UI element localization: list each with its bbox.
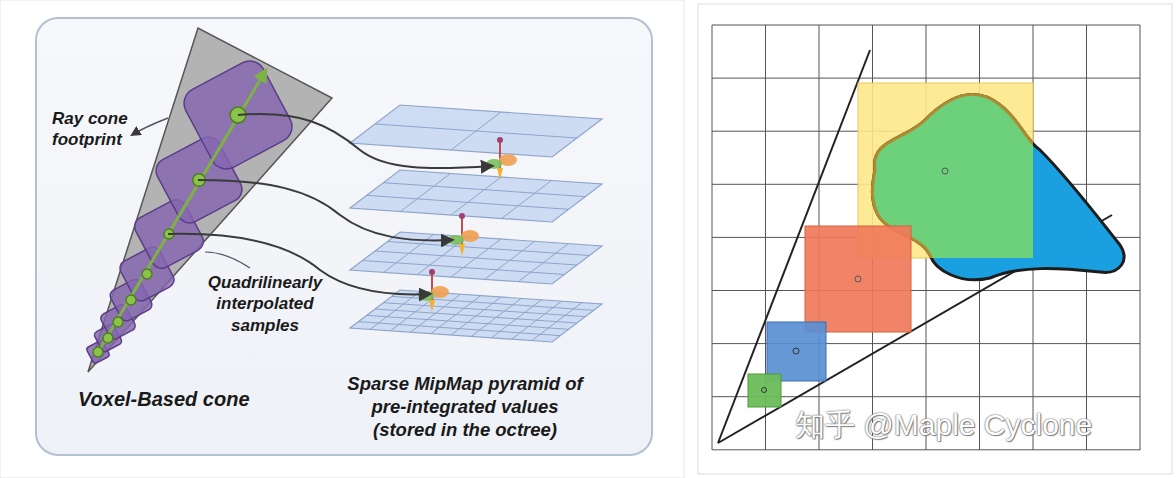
texel-grid xyxy=(712,25,1140,450)
grid-line xyxy=(375,251,577,265)
sample-head xyxy=(497,137,503,143)
center-dot xyxy=(793,348,799,354)
green-footprint xyxy=(748,374,781,407)
grid-line xyxy=(1140,25,1141,450)
grid-line xyxy=(358,322,560,336)
sample-lobe xyxy=(418,291,434,301)
sample-tip xyxy=(429,300,435,312)
mipmap-level xyxy=(350,170,602,222)
red-footprint xyxy=(805,226,911,332)
sample-tip xyxy=(459,244,465,256)
grid-line xyxy=(383,303,585,317)
right-panel xyxy=(698,4,1172,474)
lookup-arrow xyxy=(198,180,452,240)
sample-dot xyxy=(126,295,136,305)
callout-label: Quadrilinearly interpolated samples xyxy=(190,272,340,336)
grid-line xyxy=(502,181,552,219)
mipmap-layers xyxy=(350,105,602,342)
left-frame xyxy=(36,18,652,455)
sample-head xyxy=(429,269,435,275)
caption-label: Voxel-Based cone xyxy=(78,387,338,412)
grid-line xyxy=(375,309,577,323)
grid-line xyxy=(367,195,569,209)
sample-lobe xyxy=(486,159,502,169)
grid-line xyxy=(375,124,577,138)
grid-line xyxy=(363,261,565,275)
left-panel xyxy=(0,0,684,478)
grid-line xyxy=(401,174,451,212)
center-dot xyxy=(942,168,948,174)
grid-line xyxy=(388,242,590,256)
grid-line xyxy=(712,449,1140,450)
samples-leader xyxy=(205,252,250,268)
sample-dot xyxy=(142,269,152,279)
sample-dot xyxy=(103,333,113,343)
lookup-arrow xyxy=(238,114,492,168)
center-dot xyxy=(762,388,767,393)
sample-tip xyxy=(497,168,503,180)
center-dot xyxy=(855,276,861,282)
grid-line xyxy=(451,177,501,215)
watermark: 知乎 @Maple Cyclone xyxy=(795,406,1165,444)
grid-line xyxy=(383,183,585,197)
blue-footprint xyxy=(767,322,826,381)
grid-line xyxy=(367,315,569,329)
sample-head xyxy=(459,213,465,219)
caption-label: Sparse MipMap pyramid of pre-integrated … xyxy=(340,372,590,441)
sample-dot xyxy=(93,347,103,357)
sample-dot xyxy=(113,317,123,327)
mipmap-level xyxy=(350,105,602,157)
callout-label: Ray cone footprint xyxy=(52,108,147,151)
footprint-leader xyxy=(132,118,168,135)
mipmap-level xyxy=(350,290,602,342)
